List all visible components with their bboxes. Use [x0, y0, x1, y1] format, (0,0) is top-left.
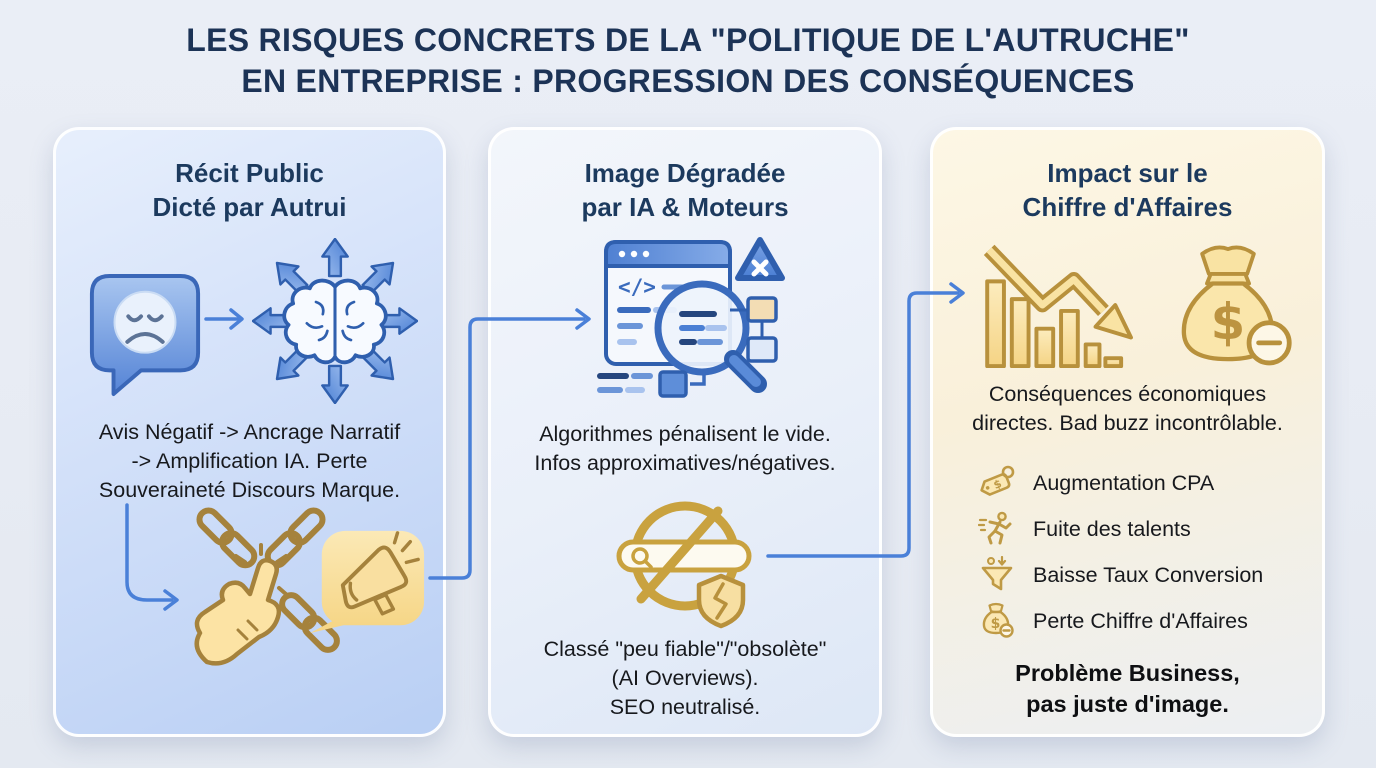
- sad-face-speech-bubble-icon: [86, 270, 204, 398]
- card1-body-line3: Souveraineté Discours Marque.: [98, 478, 401, 502]
- card1-title-line2: Dicté par Autrui: [152, 192, 347, 222]
- card-impact-ca: Impact sur le Chiffre d'Affaires: [930, 127, 1325, 737]
- megaphone-bubble-icon: [308, 528, 428, 640]
- svg-text:$: $: [991, 616, 1001, 632]
- card-image-degradee: Image Dégradée par IA & Moteurs </>: [488, 127, 882, 737]
- card3-footer-line2: pas juste d'image.: [1026, 691, 1229, 717]
- card3-title-line2: Chiffre d'Affaires: [1022, 192, 1233, 222]
- card3-footer: Problème Business, pas juste d'image.: [933, 658, 1322, 720]
- svg-text:$: $: [992, 477, 1004, 492]
- card1-body-line1: Avis Négatif -> Ancrage Narratif: [98, 420, 401, 444]
- card2-body2-line1: Classé "peu fiable"/"obsolète": [543, 637, 827, 661]
- list-item: Fuite des talents: [977, 506, 1263, 552]
- consequence-list: $ Augmentation CPA: [977, 460, 1263, 644]
- list-item: $ Perte Chiffre d'Affaires: [977, 598, 1263, 644]
- money-bag-minus-icon: $: [1161, 240, 1295, 372]
- list-item: $ Augmentation CPA: [977, 460, 1263, 506]
- list-item-label: Baisse Taux Conversion: [1033, 562, 1264, 587]
- price-tag-icon: $: [977, 463, 1017, 503]
- svg-text:</>: </>: [618, 275, 656, 299]
- card1-title-line1: Récit Public: [175, 158, 324, 188]
- svg-text:$: $: [1211, 293, 1246, 351]
- card1-title: Récit Public Dicté par Autrui: [56, 156, 443, 224]
- list-item: Baisse Taux Conversion: [977, 552, 1263, 598]
- card3-body-line1: Conséquences économiques: [988, 382, 1267, 406]
- card3-title-line1: Impact sur le: [1047, 158, 1208, 188]
- card1-body-line2: -> Amplification IA. Perte: [131, 449, 368, 473]
- card2-body2: Classé "peu fiable"/"obsolète" (AI Overv…: [491, 635, 879, 722]
- page-title: LES RISQUES CONCRETS DE LA "POLITIQUE DE…: [0, 20, 1376, 102]
- page-title-line1: LES RISQUES CONCRETS DE LA "POLITIQUE DE…: [186, 22, 1190, 58]
- money-bag-minus-icon: $: [977, 601, 1017, 641]
- list-item-label: Fuite des talents: [1033, 516, 1191, 541]
- card2-body-line1: Algorithmes pénalisent le vide.: [539, 422, 831, 446]
- brain-radiating-arrows-icon: [252, 238, 418, 404]
- broken-chain-hand-icon: [189, 498, 341, 670]
- declining-chart-arrow-icon: [981, 242, 1149, 372]
- card3-title: Impact sur le Chiffre d'Affaires: [933, 156, 1322, 224]
- card2-title-line1: Image Dégradée: [584, 158, 786, 188]
- browser-code-magnifier-warning-icon: </>: [590, 232, 788, 404]
- card-recit-public: Récit Public Dicté par Autrui: [53, 127, 446, 737]
- blocked-search-broken-shield-icon: [613, 496, 763, 634]
- card2-title-line2: par IA & Moteurs: [581, 192, 789, 222]
- card2-body-line2: Infos approximatives/négatives.: [534, 451, 836, 475]
- list-item-label: Augmentation CPA: [1033, 470, 1215, 495]
- card1-body: Avis Négatif -> Ancrage Narratif -> Ampl…: [56, 418, 443, 505]
- card2-body2-line2: (AI Overviews).: [611, 666, 759, 690]
- card2-body: Algorithmes pénalisent le vide. Infos ap…: [491, 420, 879, 478]
- card2-body2-line3: SEO neutralisé.: [609, 695, 761, 719]
- funnel-icon: [977, 555, 1017, 595]
- card3-footer-line1: Problème Business,: [1015, 660, 1240, 686]
- card3-body-line2: directes. Bad buzz incontrôlable.: [972, 411, 1283, 435]
- page-title-line2: EN ENTREPRISE : PROGRESSION DES CONSÉQUE…: [241, 63, 1135, 99]
- list-item-label: Perte Chiffre d'Affaires: [1033, 608, 1248, 633]
- card2-title: Image Dégradée par IA & Moteurs: [491, 156, 879, 224]
- running-person-icon: [977, 509, 1017, 549]
- card3-body: Conséquences économiques directes. Bad b…: [933, 380, 1322, 438]
